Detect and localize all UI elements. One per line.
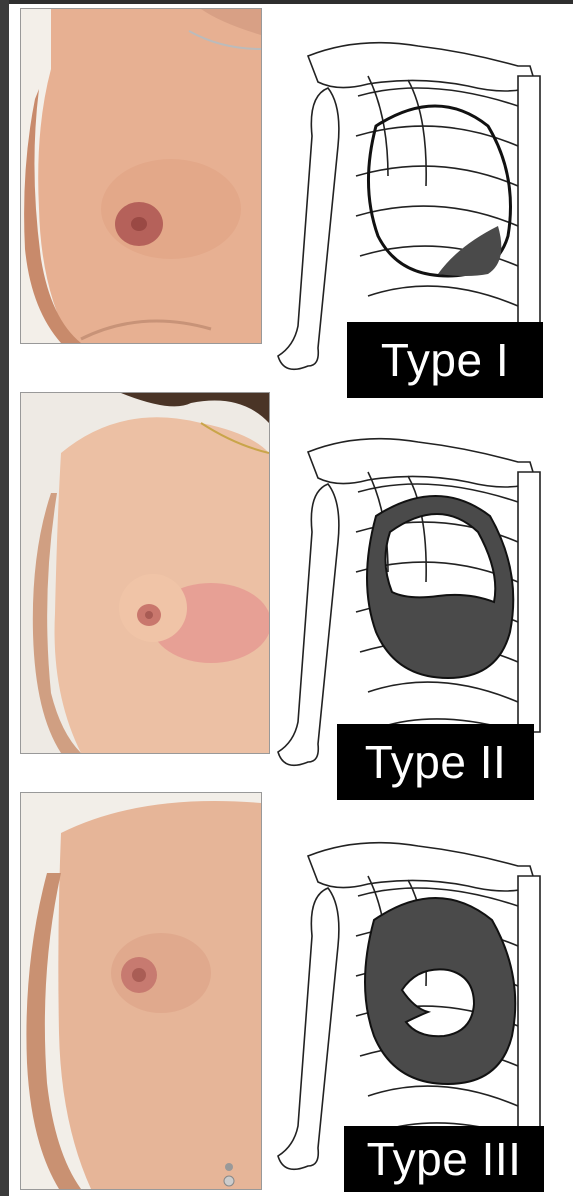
type-label-1: Type I xyxy=(347,322,543,398)
torso-photo-1 xyxy=(21,9,261,343)
torso-photo-3 xyxy=(21,793,261,1189)
top-border xyxy=(0,0,573,4)
left-border xyxy=(0,0,9,1196)
photo-type-3 xyxy=(20,792,262,1190)
photo-type-2 xyxy=(20,392,270,754)
photo-type-1 xyxy=(20,8,262,344)
type-label-3: Type III xyxy=(344,1126,544,1192)
torso-photo-2 xyxy=(21,393,269,753)
type-label-2: Type II xyxy=(337,724,534,800)
